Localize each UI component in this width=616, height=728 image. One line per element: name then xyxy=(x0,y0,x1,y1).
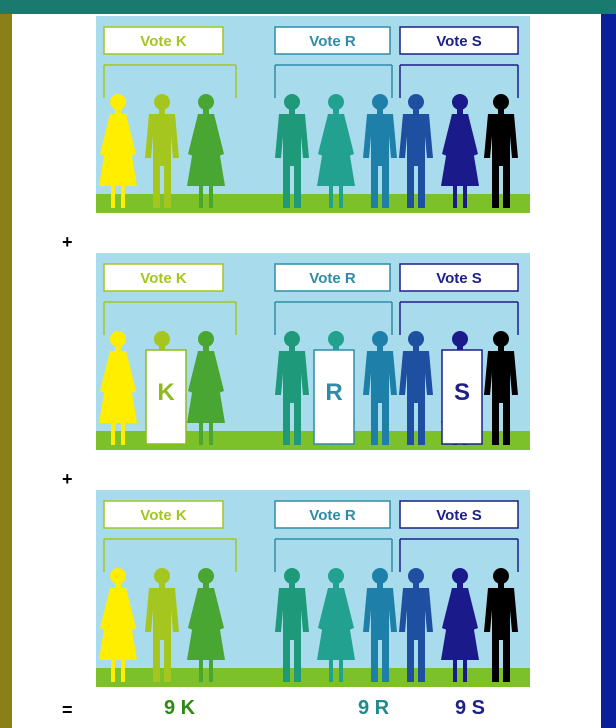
sign-vote-s: Vote S xyxy=(399,500,519,572)
sign-label: Vote S xyxy=(436,270,482,287)
panel-3: Vote K Vote R Vote S xyxy=(96,490,530,687)
top-border xyxy=(0,0,616,14)
voting-booth-s: S xyxy=(441,349,483,445)
sign-vote-k: Vote K xyxy=(103,500,237,572)
person-figure xyxy=(317,568,355,682)
person-figure xyxy=(399,94,433,208)
left-border xyxy=(0,14,12,728)
plus-operator-1: + xyxy=(62,232,73,252)
sign-vote-r: Vote R xyxy=(274,26,393,98)
sign-label: Vote K xyxy=(140,33,187,50)
sign-vote-k: Vote K xyxy=(103,263,237,335)
person-figure xyxy=(441,94,479,208)
sign-label: Vote S xyxy=(436,507,482,524)
panel-1: Vote K Vote R Vote S xyxy=(96,16,530,213)
person-figure xyxy=(484,568,518,682)
person-figure xyxy=(145,94,179,208)
voting-booth-r: R xyxy=(313,349,355,445)
booth-letter: R xyxy=(325,379,342,406)
equals-operator: = xyxy=(62,700,73,720)
person-figure xyxy=(317,94,355,208)
result-s: 9 S xyxy=(455,697,486,719)
result-k: 9 K xyxy=(164,697,196,719)
person-figure xyxy=(484,331,518,445)
sign-label: Vote R xyxy=(309,507,356,524)
person-figure xyxy=(275,568,309,682)
plus-operator-2: + xyxy=(62,469,73,489)
person-figure xyxy=(363,568,397,682)
sign-label: Vote K xyxy=(140,270,187,287)
right-border xyxy=(601,14,616,728)
person-figure xyxy=(145,568,179,682)
person-figure xyxy=(363,331,397,445)
voting-booth-k: K xyxy=(145,349,187,445)
sign-vote-k: Vote K xyxy=(103,26,237,98)
person-figure xyxy=(187,94,225,208)
person-figure xyxy=(99,94,137,208)
person-figure xyxy=(441,568,479,682)
sign-vote-s: Vote S xyxy=(399,26,519,98)
booth-letter: K xyxy=(157,379,175,406)
person-figure xyxy=(275,94,309,208)
sign-vote-r: Vote R xyxy=(274,263,393,335)
sign-vote-r: Vote R xyxy=(274,500,393,572)
sign-vote-s: Vote S xyxy=(399,263,519,335)
person-figure xyxy=(399,568,433,682)
sign-label: Vote K xyxy=(140,507,187,524)
person-figure xyxy=(99,331,137,445)
booth-letter: S xyxy=(454,379,470,406)
person-figure xyxy=(363,94,397,208)
sign-label: Vote R xyxy=(309,33,356,50)
person-figure xyxy=(99,568,137,682)
sign-label: Vote S xyxy=(436,33,482,50)
panel-2: Vote K Vote R Vote S K R S xyxy=(96,253,530,450)
person-figure xyxy=(399,331,433,445)
sign-label: Vote R xyxy=(309,270,356,287)
person-figure xyxy=(187,568,225,682)
result-r: 9 R xyxy=(358,697,390,719)
person-figure xyxy=(484,94,518,208)
person-figure xyxy=(187,331,225,445)
person-figure xyxy=(275,331,309,445)
